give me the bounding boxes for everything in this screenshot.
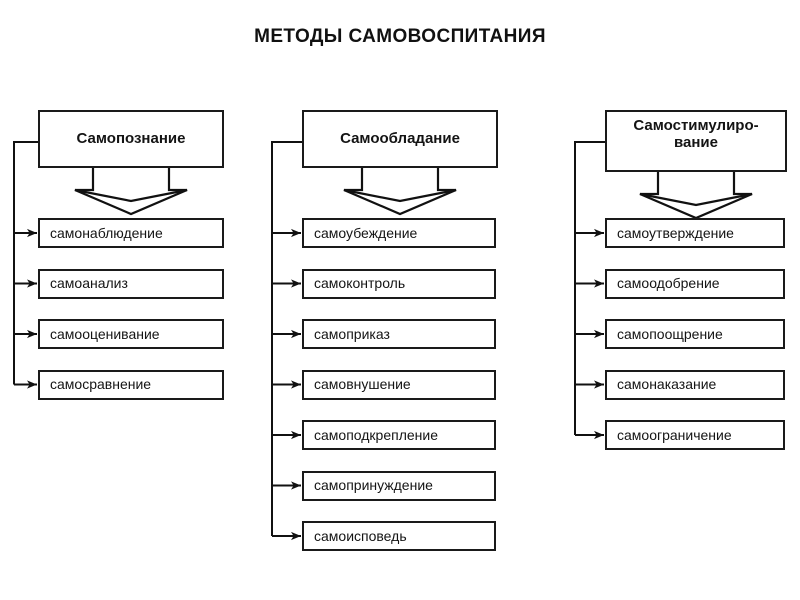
header-down-arrow-self-stimulation bbox=[639, 172, 753, 220]
method-box: самооценивание bbox=[38, 319, 224, 349]
column-header-label: Самопознание bbox=[76, 130, 186, 148]
connector-group bbox=[13, 141, 753, 541]
page-title: МЕТОДЫ САМОВОСПИТАНИЯ bbox=[254, 26, 546, 47]
method-box: самоубеждение bbox=[302, 218, 496, 248]
method-label: самонаказание bbox=[617, 376, 717, 393]
method-label: самоисповедь bbox=[314, 527, 407, 544]
method-box: самовнушение bbox=[302, 369, 496, 400]
method-label: самопоощрение bbox=[617, 325, 723, 342]
method-label: самовнушение bbox=[314, 376, 411, 393]
method-box: самоприказ bbox=[302, 319, 496, 349]
method-label: самоограничение bbox=[617, 426, 732, 443]
trunk-line-self-cognition bbox=[13, 141, 38, 385]
method-box: самоодобрение bbox=[605, 268, 785, 299]
header-arrow-notch-self-control bbox=[343, 188, 457, 203]
method-box: самонаказание bbox=[605, 369, 785, 400]
method-label: самоприказ bbox=[314, 325, 390, 342]
method-box: самоограничение bbox=[605, 420, 785, 450]
method-label: самосравнение bbox=[50, 376, 152, 393]
method-box: самопринуждение bbox=[302, 470, 496, 501]
trunk-line-self-stimulation bbox=[574, 141, 605, 435]
method-label: самонаблюдение bbox=[50, 224, 163, 241]
method-label: самооценивание bbox=[50, 325, 160, 342]
method-label: самоанализ bbox=[50, 275, 128, 292]
method-label: самоодобрение bbox=[617, 275, 720, 292]
column-header-self-control: Самообладание bbox=[302, 110, 498, 168]
header-down-arrow-self-control bbox=[343, 168, 457, 216]
method-label: самопринуждение bbox=[314, 477, 433, 494]
method-box: самоутверждение bbox=[605, 218, 785, 248]
method-box: самоконтроль bbox=[302, 268, 496, 299]
header-down-arrow-self-cognition bbox=[74, 168, 188, 216]
method-box: самопоощрение bbox=[605, 319, 785, 349]
header-arrow-notch-self-stimulation bbox=[639, 192, 753, 207]
column-header-line: Самостимулиро- bbox=[633, 117, 759, 134]
method-box: самоанализ bbox=[38, 268, 224, 299]
method-label: самоутверждение bbox=[617, 224, 734, 241]
method-box: самонаблюдение bbox=[38, 218, 224, 248]
column-header-line: вание bbox=[674, 134, 718, 152]
method-label: самоубеждение bbox=[314, 224, 418, 241]
column-header-self-cognition: Самопознание bbox=[38, 110, 224, 168]
method-box: самоисповедь bbox=[302, 521, 496, 551]
method-box: самосравнение bbox=[38, 369, 224, 400]
column-header-label: Самообладание bbox=[340, 130, 460, 148]
header-arrow-notch-self-cognition bbox=[74, 188, 188, 203]
column-header-self-stimulation: Самостимулиро-вание bbox=[605, 110, 787, 172]
trunk-line-self-control bbox=[271, 141, 302, 536]
method-label: самоподкрепление bbox=[314, 426, 438, 443]
method-label: самоконтроль bbox=[314, 275, 406, 292]
method-box: самоподкрепление bbox=[302, 420, 496, 450]
